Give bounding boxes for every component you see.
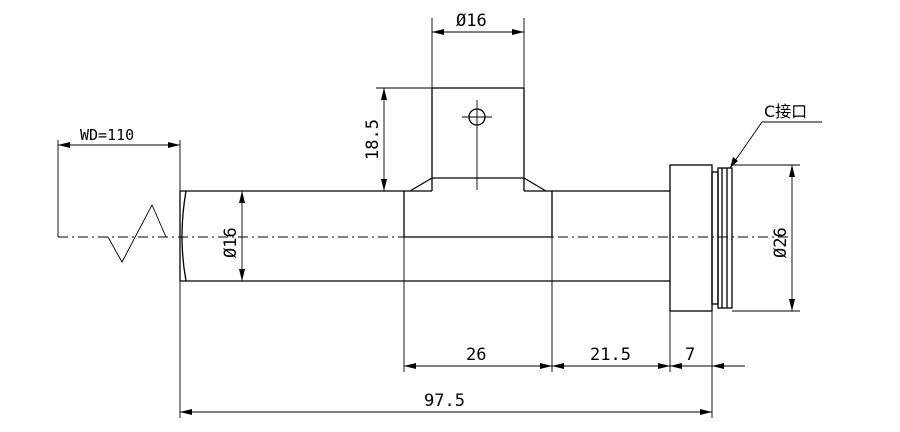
screw-hole — [462, 100, 492, 190]
pin-dia-label: Ø16 — [456, 11, 487, 31]
mount-dia-label: Ø26 — [771, 227, 791, 258]
seg-26-label: 26 — [466, 345, 486, 365]
dim-mount-dia: Ø26 — [732, 164, 800, 312]
c-mount-label: C接口 — [764, 102, 807, 121]
wd-label: WD=110 — [80, 126, 134, 144]
wd-break-zigzag — [107, 203, 167, 263]
dim-body-dia: Ø16 — [221, 191, 245, 281]
dim-pin-dia: Ø16 — [431, 11, 525, 88]
dim-chain: 26 21.5 7 97.5 — [179, 237, 745, 418]
seg-7-label: 7 — [685, 345, 695, 365]
dim-wd: WD=110 — [57, 126, 181, 237]
seg-21-5-label: 21.5 — [590, 345, 631, 365]
body-dia-label: Ø16 — [221, 227, 241, 258]
lens-body — [179, 87, 733, 312]
dim-pin-height: 18.5 — [363, 87, 432, 192]
pin-height-label: 18.5 — [363, 119, 383, 160]
overall-length-label: 97.5 — [424, 391, 465, 411]
c-mount-callout: C接口 — [729, 102, 822, 169]
